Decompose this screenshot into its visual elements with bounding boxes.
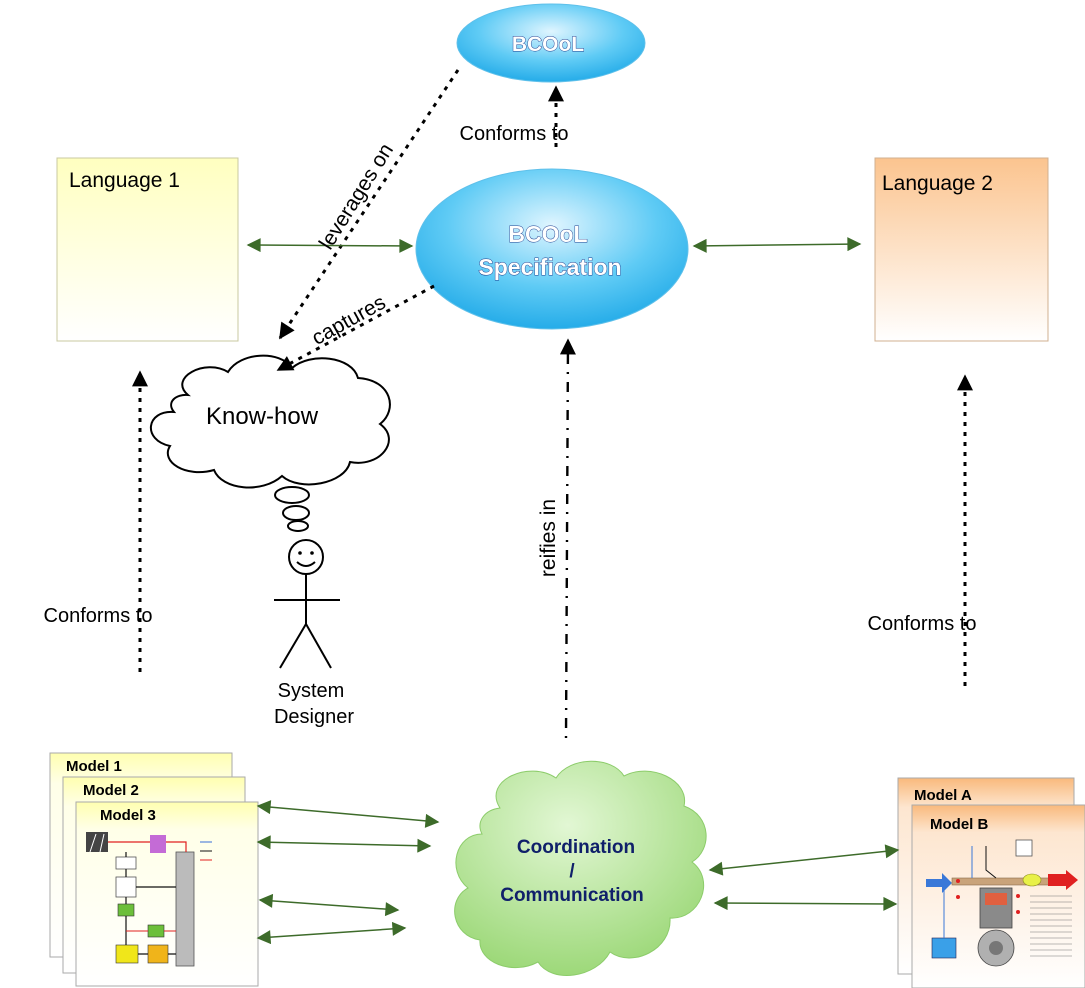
model-3-card: Model 3 bbox=[75, 801, 259, 987]
reifies-in-arrow bbox=[559, 338, 576, 739]
leverages-on-arrow bbox=[278, 69, 460, 340]
bcool-label: BCOoL bbox=[512, 33, 584, 56]
bcool-spec-label-line2: Specification bbox=[478, 254, 621, 280]
coordination-label-line3: Communication bbox=[500, 885, 644, 906]
designer-label-line2: Designer bbox=[274, 706, 354, 728]
thought-bubble-large bbox=[274, 486, 310, 504]
model-coordination-link-2 bbox=[256, 835, 432, 853]
model-b-card: Model B bbox=[911, 804, 1085, 988]
coordination-label-line2: / bbox=[569, 861, 575, 882]
model-1-title: Model 1 bbox=[66, 758, 122, 775]
bcool-node: BCOoL bbox=[456, 3, 646, 83]
right-model-stack: Model A Model B bbox=[897, 777, 1085, 988]
conforms-to-right-label: Conforms to bbox=[868, 613, 977, 635]
thought-bubble-medium bbox=[282, 505, 310, 521]
model-2-title: Model 2 bbox=[83, 782, 139, 799]
spec-language2-link bbox=[692, 237, 862, 253]
coordination-label-line1: Coordination bbox=[517, 837, 635, 858]
language1-spec-link bbox=[246, 238, 414, 253]
conforms-to-left-label: Conforms to bbox=[44, 605, 153, 627]
bcool-specification-node: BCOoL Specification bbox=[415, 168, 689, 330]
model-coordination-link-4 bbox=[256, 921, 407, 945]
vehicle-block-diagram-thumbnail bbox=[86, 832, 212, 967]
engine-schematic-thumbnail bbox=[926, 839, 1078, 967]
leverages-on-label: leverages on bbox=[315, 139, 398, 253]
model-coordination-link-1 bbox=[256, 800, 440, 828]
bcool-spec-label-line1: BCOoL bbox=[508, 221, 587, 247]
model-coordination-link-3 bbox=[258, 893, 400, 917]
knowhow-label: Know-how bbox=[206, 403, 319, 430]
conforms-to-top-label: Conforms to bbox=[460, 123, 569, 145]
thought-bubble-small bbox=[287, 520, 309, 532]
coordination-model-link-1 bbox=[708, 844, 900, 876]
captures-label: captures bbox=[308, 291, 390, 350]
language-2-box: Language 2 bbox=[874, 157, 1049, 342]
language-1-box: Language 1 bbox=[56, 157, 239, 342]
model-3-title: Model 3 bbox=[100, 807, 156, 824]
designer-label-line1: System bbox=[278, 680, 345, 702]
coordination-model-link-2 bbox=[713, 896, 898, 911]
left-model-stack: Model 1 Model 2 Model 3 bbox=[49, 752, 259, 987]
language-1-label: Language 1 bbox=[69, 169, 180, 192]
coordination-cloud: Coordination / Communication bbox=[454, 760, 707, 976]
knowhow-cloud: Know-how bbox=[150, 354, 391, 532]
language-2-label: Language 2 bbox=[882, 172, 993, 195]
system-designer-actor-icon bbox=[274, 539, 340, 669]
model-b-title: Model B bbox=[930, 816, 988, 833]
model-a-title: Model A bbox=[914, 787, 972, 804]
reifies-in-label: reifies in bbox=[537, 499, 560, 577]
